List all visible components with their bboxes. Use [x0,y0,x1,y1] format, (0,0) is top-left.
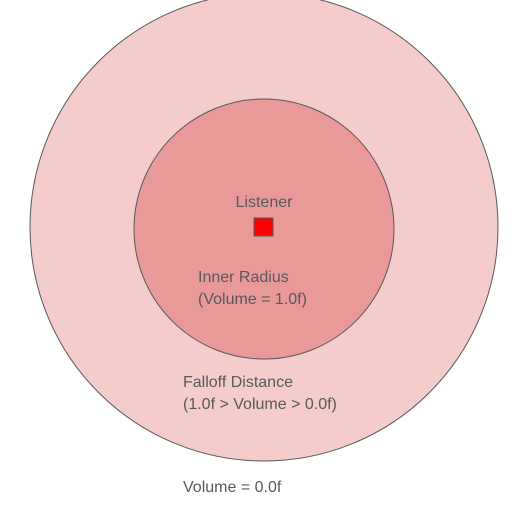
listener-marker [253,217,274,237]
outside-volume-label: Volume = 0.0f [183,479,282,496]
inner-radius-label: Inner Radius [198,269,289,286]
falloff-distance-label: Falloff Distance [183,374,293,391]
inner-radius-volume-label: (Volume = 1.0f) [198,291,307,308]
falloff-distance-volume-label: (1.0f > Volume > 0.0f) [183,396,337,413]
listener-label: Listener [236,194,294,211]
